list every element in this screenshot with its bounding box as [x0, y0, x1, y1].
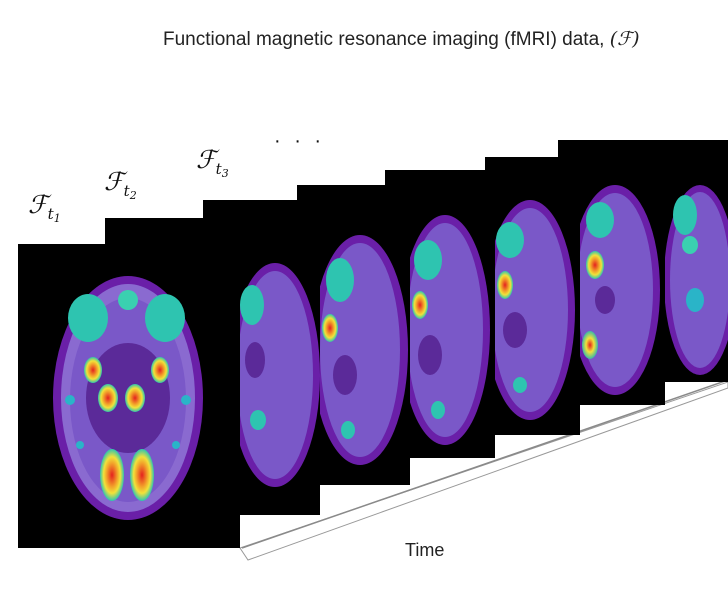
title-symbol: (ℱ) [609, 28, 640, 50]
diagram-title: Functional magnetic resonance imaging (f… [163, 28, 639, 51]
title-text: Functional magnetic resonance imaging (f… [163, 29, 605, 50]
frame-label-3: ℱt3 [196, 145, 229, 180]
time-axis-line [241, 379, 728, 549]
frame-label-1: ℱt1 [28, 190, 61, 225]
brain-axial-slice [53, 276, 203, 520]
time-plane [239, 381, 728, 561]
time-axis-label: Time [405, 540, 445, 560]
fmri-slice-1 [18, 244, 240, 548]
frame-label-2: ℱt2 [104, 167, 137, 202]
ellipsis: · · · [274, 130, 326, 152]
